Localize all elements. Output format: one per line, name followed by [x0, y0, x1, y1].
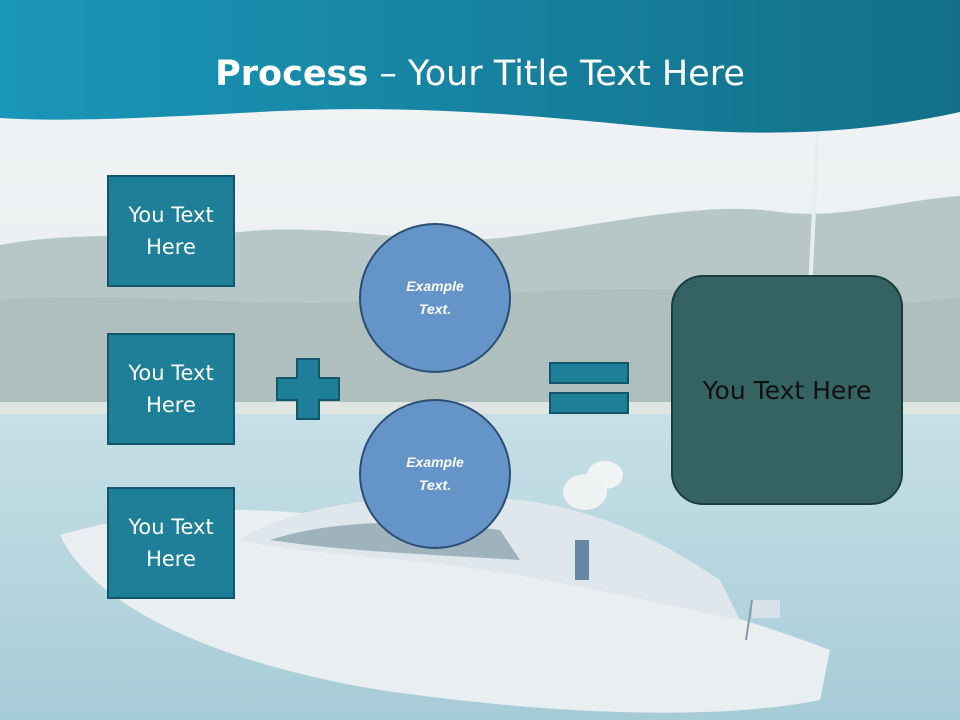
title-bold-part: Process	[215, 54, 369, 94]
example-circle-1[interactable]: Example Text.	[359, 223, 511, 373]
input-box-1-text: You Text Here	[128, 203, 214, 259]
example-circle-2-text: Example Text.	[406, 454, 464, 493]
equals-icon	[549, 362, 629, 414]
slide-title: Process – Your Title Text Here	[0, 52, 960, 96]
result-box[interactable]: You Text Here	[671, 275, 903, 505]
title-rest-part: – Your Title Text Here	[368, 54, 745, 94]
example-circle-2[interactable]: Example Text.	[359, 399, 511, 549]
title-banner	[0, 0, 960, 133]
input-box-2[interactable]: You Text Here	[107, 333, 235, 445]
input-box-2-text: You Text Here	[128, 361, 214, 417]
input-box-3-text: You Text Here	[128, 515, 214, 571]
result-box-text: You Text Here	[702, 375, 872, 405]
example-circle-1-text: Example Text.	[406, 278, 464, 317]
input-box-1[interactable]: You Text Here	[107, 175, 235, 287]
input-box-3[interactable]: You Text Here	[107, 487, 235, 599]
plus-icon	[276, 358, 340, 420]
